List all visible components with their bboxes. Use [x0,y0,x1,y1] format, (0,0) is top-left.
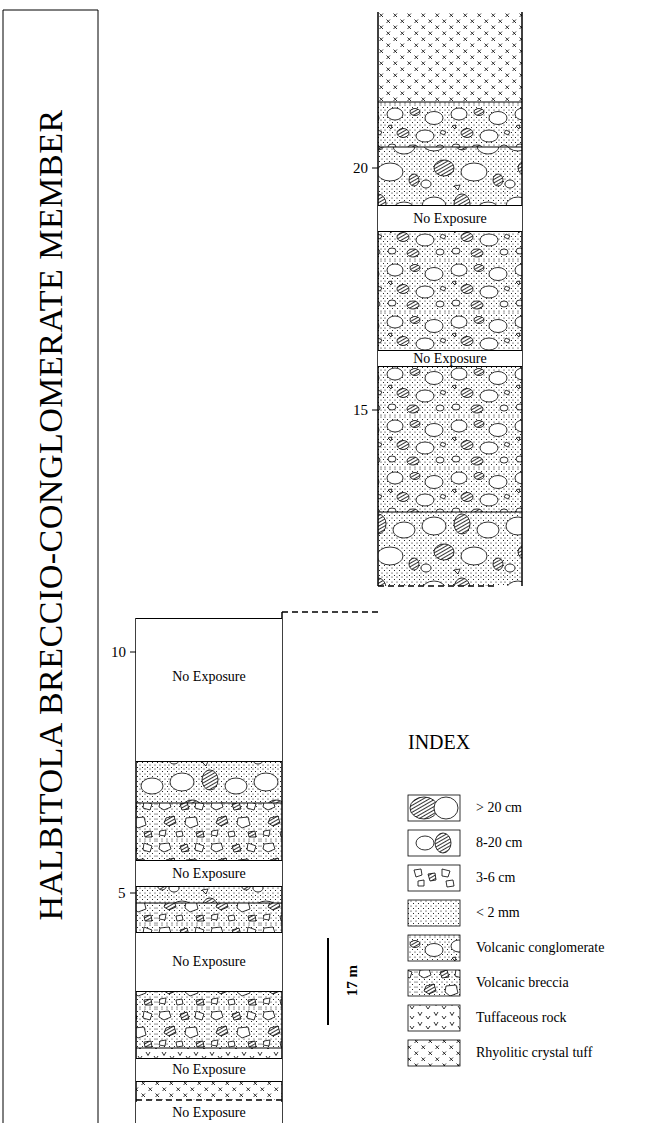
band-label: No Exposure [172,670,246,684]
crystal-tuff-swatch [408,1040,460,1066]
legend-text: Tuffaceous rock [476,1011,567,1025]
tick [372,168,378,169]
breccia-swatch [408,970,460,996]
no-exposure-band: No Exposure [136,618,282,762]
axis-number: 5 [118,886,126,901]
no-exposure-band: No Exposure [136,932,282,992]
breccia-bed [136,903,282,932]
sand-swatch [408,900,460,926]
legend-swatches [408,795,460,1066]
axis-number: 10 [111,645,126,660]
band-label: No Exposure [172,955,246,969]
bed-boundary [136,803,282,804]
bed-boundary [378,512,522,513]
no-exposure-band: No Exposure [136,1102,282,1123]
tuffaceous-bed [136,1048,282,1058]
axis-number: 20 [353,161,368,176]
legend-text: 8-20 cm [476,836,522,850]
conglomerate-bed [378,367,522,512]
bed-boundary [378,147,522,148]
tick [130,893,136,894]
dashed-base [378,585,496,587]
band-label: No Exposure [413,352,487,366]
dashed-link [282,611,378,613]
breccia-bed [136,992,282,1048]
no-exposure-band: No Exposure [136,1058,282,1082]
breccia-bed [136,803,282,860]
conglomerate-bed [136,887,282,903]
no-exposure-band: No Exposure [136,860,282,887]
band-label: No Exposure [172,1063,246,1077]
column-edge [521,12,523,586]
section-title: HALBITOLA BRECCIO-CONGLOMERATE MEMBER [33,109,67,920]
axis-number: 15 [353,403,368,418]
bed-boundary [136,1048,282,1049]
legend-text: > 20 cm [476,801,522,815]
conglomerate-bed [378,147,522,205]
band-label: No Exposure [172,1106,246,1120]
pebble-swatch [408,865,460,891]
conglomerate-bed [378,512,522,586]
legend-text: Volcanic breccia [476,976,569,990]
tick [372,410,378,411]
column-edge [377,12,379,586]
legend-text: < 2 mm [476,906,520,920]
tuffaceous-swatch [408,1005,460,1031]
legend-text: Rhyolitic crystal tuff [476,1046,592,1060]
scale-label: 17 m [345,964,360,995]
crystal-tuff-bed [136,1082,282,1100]
no-exposure-band: No Exposure [378,350,522,367]
conglomerate-bed [378,102,522,147]
cobble-swatch [408,830,460,856]
lower-column [130,612,282,1123]
legend-text: Volcanic conglomerate [476,941,604,955]
band-label: No Exposure [413,212,487,226]
crystal-tuff-bed [378,12,522,102]
conglomerate-swatch [408,935,460,961]
title-frame [3,10,98,1123]
bed-boundary [136,903,282,904]
legend-heading: INDEX [408,732,470,752]
band-label: No Exposure [172,867,246,881]
conglomerate-bed [136,762,282,803]
boulder-swatch [408,795,460,821]
upper-column [282,12,522,612]
dashed-boundary [136,1099,282,1101]
bed-boundary [378,102,522,103]
no-exposure-band: No Exposure [378,205,522,232]
scale-bar [327,938,329,1025]
legend-text: 3-6 cm [476,871,515,885]
conglomerate-bed [378,232,522,350]
